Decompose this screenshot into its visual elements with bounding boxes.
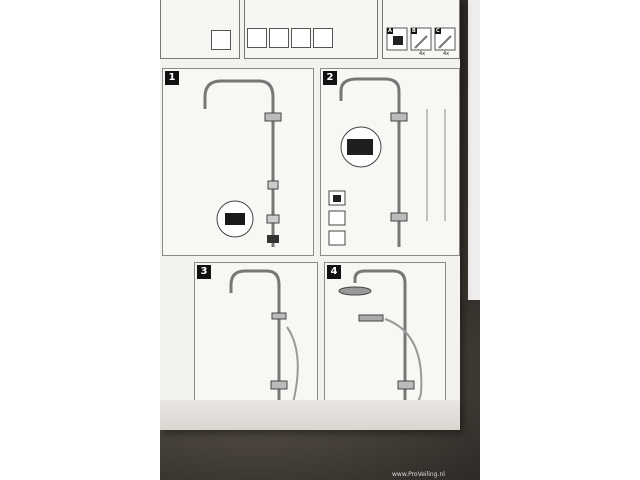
- part-b-qty: 4x: [419, 51, 426, 57]
- step-1-number: 1: [165, 71, 179, 85]
- part-b-label: B: [412, 28, 416, 34]
- tape-measure-icon: [291, 28, 311, 48]
- part-c-label: C: [436, 28, 440, 34]
- step-1-panel: 1: [162, 68, 314, 256]
- part-a-label: A: [388, 28, 392, 34]
- manual-icon: [211, 30, 231, 50]
- step-3-drawing: [229, 269, 299, 414]
- step-4-drawing: [338, 269, 423, 413]
- parts-drawing: [386, 27, 456, 51]
- instruction-box: A B C 4x 4x 1 2: [160, 0, 460, 430]
- wall: [468, 0, 480, 300]
- parts-panel: A B C 4x 4x: [382, 0, 460, 59]
- step-2-number: 2: [323, 71, 337, 85]
- step-3-panel: 3: [194, 262, 318, 424]
- pencil-icon: [313, 28, 333, 48]
- drill-icon: [269, 28, 289, 48]
- right-padding: [480, 0, 640, 480]
- photo: A B C 4x 4x 1 2: [160, 0, 480, 480]
- step-4-number: 4: [327, 265, 341, 279]
- part-c-qty: 4x: [443, 51, 450, 57]
- tools-panel: [244, 0, 378, 59]
- screwdriver-icon: [247, 28, 267, 48]
- watermark: www.ProVeiling.nl: [392, 471, 445, 478]
- top-left-panel: [160, 0, 240, 59]
- step-1-drawing: [203, 79, 282, 247]
- step-4-panel: 4: [324, 262, 446, 426]
- step-2-panel: 2: [320, 68, 460, 256]
- step-2-drawing: [328, 77, 446, 247]
- step-3-number: 3: [197, 265, 211, 279]
- left-padding: [0, 0, 160, 480]
